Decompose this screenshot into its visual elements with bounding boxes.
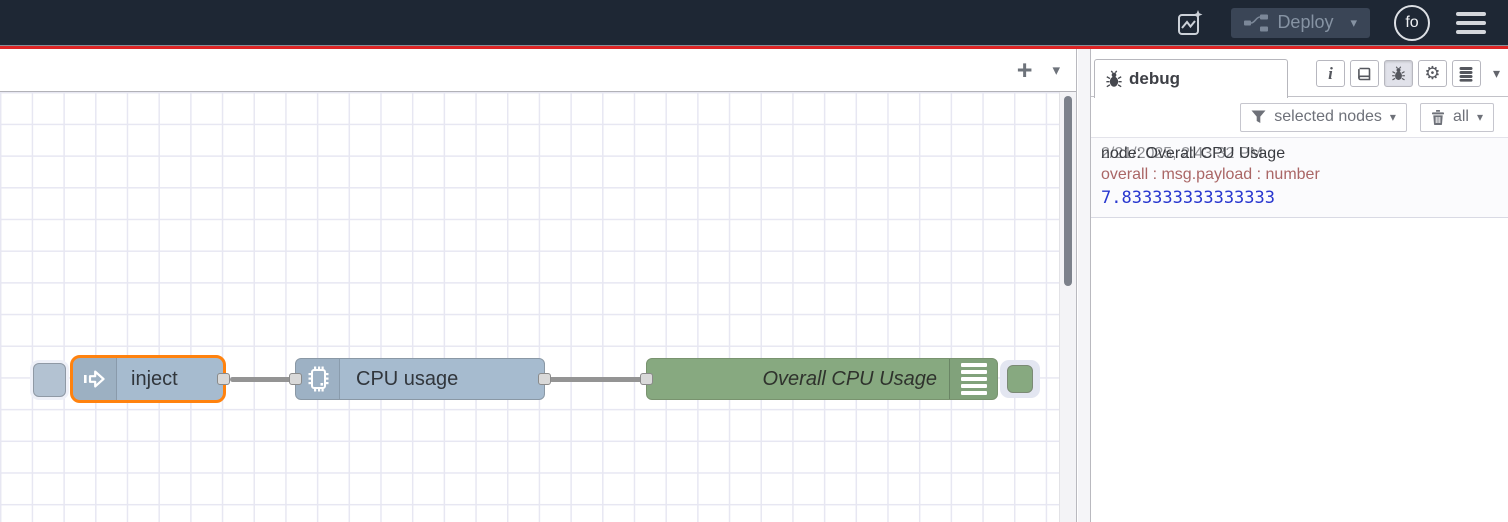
bug-icon <box>1105 70 1123 88</box>
inject-arrow-icon <box>83 368 107 390</box>
tab-debug[interactable]: debug <box>1094 59 1288 98</box>
node-label: Overall CPU Usage <box>762 367 937 390</box>
gear-icon: ⚙ <box>1424 62 1441 84</box>
node-inject[interactable]: inject <box>70 355 230 403</box>
debug-console-icon <box>949 359 997 399</box>
debug-property-path: overall : msg.payload : number <box>1101 166 1320 183</box>
tab-config-button[interactable]: ⚙ <box>1417 60 1447 87</box>
deploy-button-label: Deploy <box>1277 12 1334 32</box>
flow-list-caret-icon[interactable]: ▾ <box>1052 62 1060 79</box>
flow-canvas[interactable]: inject <box>0 92 1076 522</box>
debug-toggle-button[interactable] <box>1000 360 1040 398</box>
sidebar-menu-caret-icon[interactable]: ▾ <box>1492 65 1500 81</box>
bug-icon <box>1391 66 1406 81</box>
debug-message-meta: 2/21/2025, 2:43:32 PM node: Overall CPU … <box>1101 145 1498 163</box>
avatar-initials: fo <box>1405 13 1419 31</box>
debug-sidebar: debug i <box>1090 49 1508 522</box>
sidebar-header: debug i <box>1091 49 1508 98</box>
header-accent-line <box>0 45 1508 49</box>
hamburger-icon <box>1456 11 1486 16</box>
funnel-icon <box>1251 110 1266 124</box>
workspace: + ▾ inject <box>0 49 1077 522</box>
clear-messages-button[interactable]: all ▾ <box>1419 102 1494 132</box>
debug-value[interactable]: 7.833333333333333 <box>1101 188 1275 208</box>
book-icon <box>1356 66 1372 82</box>
clear-messages-label: all <box>1452 108 1469 125</box>
filter-selected-nodes-label: selected nodes <box>1274 108 1382 125</box>
main-menu-button[interactable] <box>1454 8 1488 38</box>
node-cpu-usage[interactable]: CPU usage <box>289 358 551 400</box>
node-label: CPU usage <box>356 367 459 390</box>
trash-icon <box>1431 109 1445 125</box>
wire[interactable] <box>230 376 298 382</box>
tab-context-button[interactable] <box>1451 60 1481 87</box>
debug-message[interactable]: 2/21/2025, 2:43:32 PM node: Overall CPU … <box>1091 138 1508 218</box>
cpu-node-icon-region <box>296 359 340 399</box>
deploy-nodes-icon <box>1244 14 1269 32</box>
sidebar-tab-icons: i <box>1315 60 1500 87</box>
filter-selected-nodes-button[interactable]: selected nodes ▾ <box>1240 102 1407 132</box>
inject-trigger-button[interactable] <box>33 363 66 397</box>
input-port[interactable] <box>640 373 653 385</box>
flow-tabbar: + ▾ <box>0 49 1076 92</box>
user-avatar[interactable]: fo <box>1394 4 1430 41</box>
canvas-vertical-scrollbar[interactable] <box>1059 92 1076 522</box>
node-debug-overall-cpu-usage[interactable]: Overall CPU Usage <box>640 358 998 400</box>
cpu-chip-icon <box>305 365 331 393</box>
debug-toggle-inner <box>1007 365 1033 393</box>
info-icon: i <box>1328 63 1333 83</box>
tab-debug-mini-button[interactable] <box>1383 60 1413 87</box>
filter-caret-icon: ▾ <box>1389 110 1396 124</box>
inject-node-icon-region <box>73 358 117 400</box>
tab-debug-label: debug <box>1129 69 1180 88</box>
add-flow-button[interactable]: + <box>1016 54 1033 85</box>
deploy-button[interactable]: Deploy ▾ <box>1231 7 1370 38</box>
database-icon <box>1458 66 1474 82</box>
output-port[interactable] <box>217 373 230 385</box>
header-bar: Deploy ▾ fo <box>0 0 1508 45</box>
tab-info-button[interactable]: i <box>1315 60 1345 87</box>
ai-assistant-button[interactable] <box>1173 6 1207 40</box>
scrollbar-thumb[interactable] <box>1064 96 1072 286</box>
wire[interactable] <box>549 376 649 382</box>
debug-timestamp: 2/21/2025, 2:43:32 PM <box>1101 145 1263 162</box>
tab-help-button[interactable] <box>1349 60 1379 87</box>
debug-source-node[interactable]: node: Overall CPU Usage <box>1101 145 1286 162</box>
flow-sparkle-icon <box>1176 9 1204 37</box>
sidebar-splitter[interactable] <box>1078 49 1090 522</box>
clear-caret-icon: ▾ <box>1476 110 1483 124</box>
deploy-dropdown-caret-icon[interactable]: ▾ <box>1350 14 1357 30</box>
output-port[interactable] <box>538 373 551 385</box>
input-port[interactable] <box>289 373 302 385</box>
debug-toolbar: selected nodes ▾ all ▾ <box>1091 97 1508 138</box>
node-label: inject <box>131 367 178 390</box>
